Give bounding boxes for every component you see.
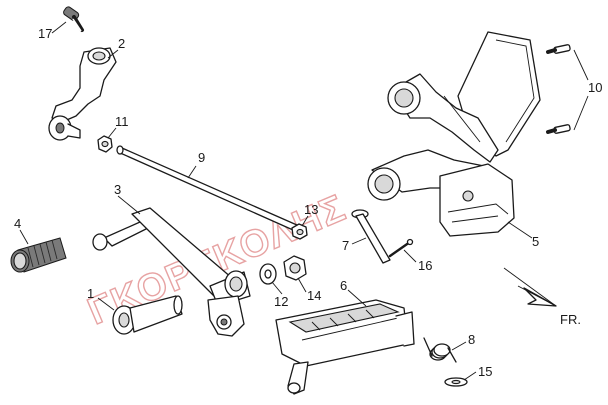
part-7-pin <box>351 209 391 264</box>
callout-1: 1 <box>87 286 94 301</box>
callout-12: 12 <box>274 294 288 309</box>
part-16-cotter-pin <box>388 238 414 258</box>
part-15-washer <box>444 377 468 387</box>
callout-3: 3 <box>114 182 121 197</box>
callout-5: 5 <box>532 234 539 249</box>
part-12-washer <box>259 263 277 285</box>
callout-9: 9 <box>198 150 205 165</box>
callout-13: 13 <box>304 202 318 217</box>
callout-7: 7 <box>342 238 349 253</box>
part-6-footpeg <box>275 299 415 395</box>
callout-2: 2 <box>118 36 125 51</box>
callout-15: 15 <box>478 364 492 379</box>
part-4-rubber-grip <box>10 237 67 273</box>
callout-17: 17 <box>38 26 52 41</box>
part-10-bolts <box>546 44 571 134</box>
callout-10: 10 <box>588 80 602 95</box>
part-14-nut <box>283 255 307 281</box>
part-8-spring <box>423 337 457 363</box>
part-3-shift-lever <box>92 207 251 337</box>
callout-11: 11 <box>115 114 129 129</box>
part-5-footpeg-bracket <box>367 31 541 237</box>
front-direction-arrow <box>503 267 557 307</box>
direction-label: FR. <box>560 312 581 327</box>
part-13-nut <box>291 223 308 240</box>
part-1-bolt <box>112 295 183 335</box>
callout-8: 8 <box>468 332 475 347</box>
part-2-shift-arm <box>48 47 117 141</box>
callout-14: 14 <box>307 288 321 303</box>
callout-numbers: 17 2 11 9 3 4 1 5 6 7 8 10 12 13 14 15 1… <box>14 26 602 379</box>
callout-4: 4 <box>14 216 21 231</box>
part-11-nut <box>97 135 113 153</box>
part-17-screw <box>63 6 84 32</box>
callout-6: 6 <box>340 278 347 293</box>
callout-16: 16 <box>418 258 432 273</box>
leader-lines <box>19 21 589 381</box>
